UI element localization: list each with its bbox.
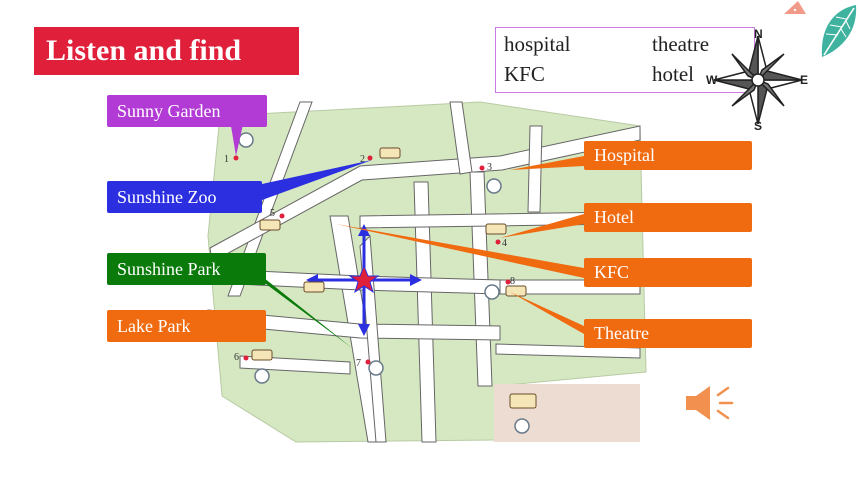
compass-icon: N S E W bbox=[706, 27, 808, 133]
compass-e: E bbox=[800, 73, 808, 87]
map-number-1: 1 bbox=[224, 154, 229, 165]
map-number-2: 2 bbox=[360, 154, 365, 165]
map-number-8: 8 bbox=[510, 276, 515, 287]
speaker-icon[interactable] bbox=[684, 383, 744, 423]
compass-s: S bbox=[754, 119, 762, 133]
label-theatre: Theatre bbox=[584, 319, 752, 348]
label-lake-park: Lake Park bbox=[107, 310, 266, 342]
map-number-3: 3 bbox=[487, 162, 492, 173]
page-title: Listen and find bbox=[46, 34, 242, 67]
label-sunshine-zoo: Sunshine Zoo bbox=[107, 181, 262, 213]
leaf-icon bbox=[821, 5, 857, 57]
word-hotel: hotel bbox=[652, 62, 694, 86]
compass-n: N bbox=[754, 27, 763, 41]
map-number-6: 6 bbox=[234, 352, 239, 363]
label-sunny-garden: Sunny Garden bbox=[107, 95, 267, 127]
map-number-5: 5 bbox=[270, 208, 275, 219]
label-hotel: Hotel bbox=[584, 203, 752, 232]
word-bank: hospital theatre KFC hotel bbox=[495, 27, 755, 93]
word-kfc: KFC bbox=[504, 62, 545, 86]
map-number-7: 7 bbox=[356, 358, 361, 369]
corner-decoration-icon bbox=[784, 1, 806, 14]
word-hospital: hospital bbox=[504, 32, 571, 56]
label-hospital: Hospital bbox=[584, 141, 752, 170]
title-banner: Listen and find bbox=[34, 27, 299, 75]
town-map: 1 2 3 4 5 6 7 8 bbox=[207, 101, 647, 443]
word-theatre: theatre bbox=[652, 32, 710, 56]
map-number-4: 4 bbox=[502, 238, 507, 249]
label-sunshine-park: Sunshine Park bbox=[107, 253, 266, 285]
label-kfc: KFC bbox=[584, 258, 752, 287]
compass-w: W bbox=[706, 73, 718, 87]
